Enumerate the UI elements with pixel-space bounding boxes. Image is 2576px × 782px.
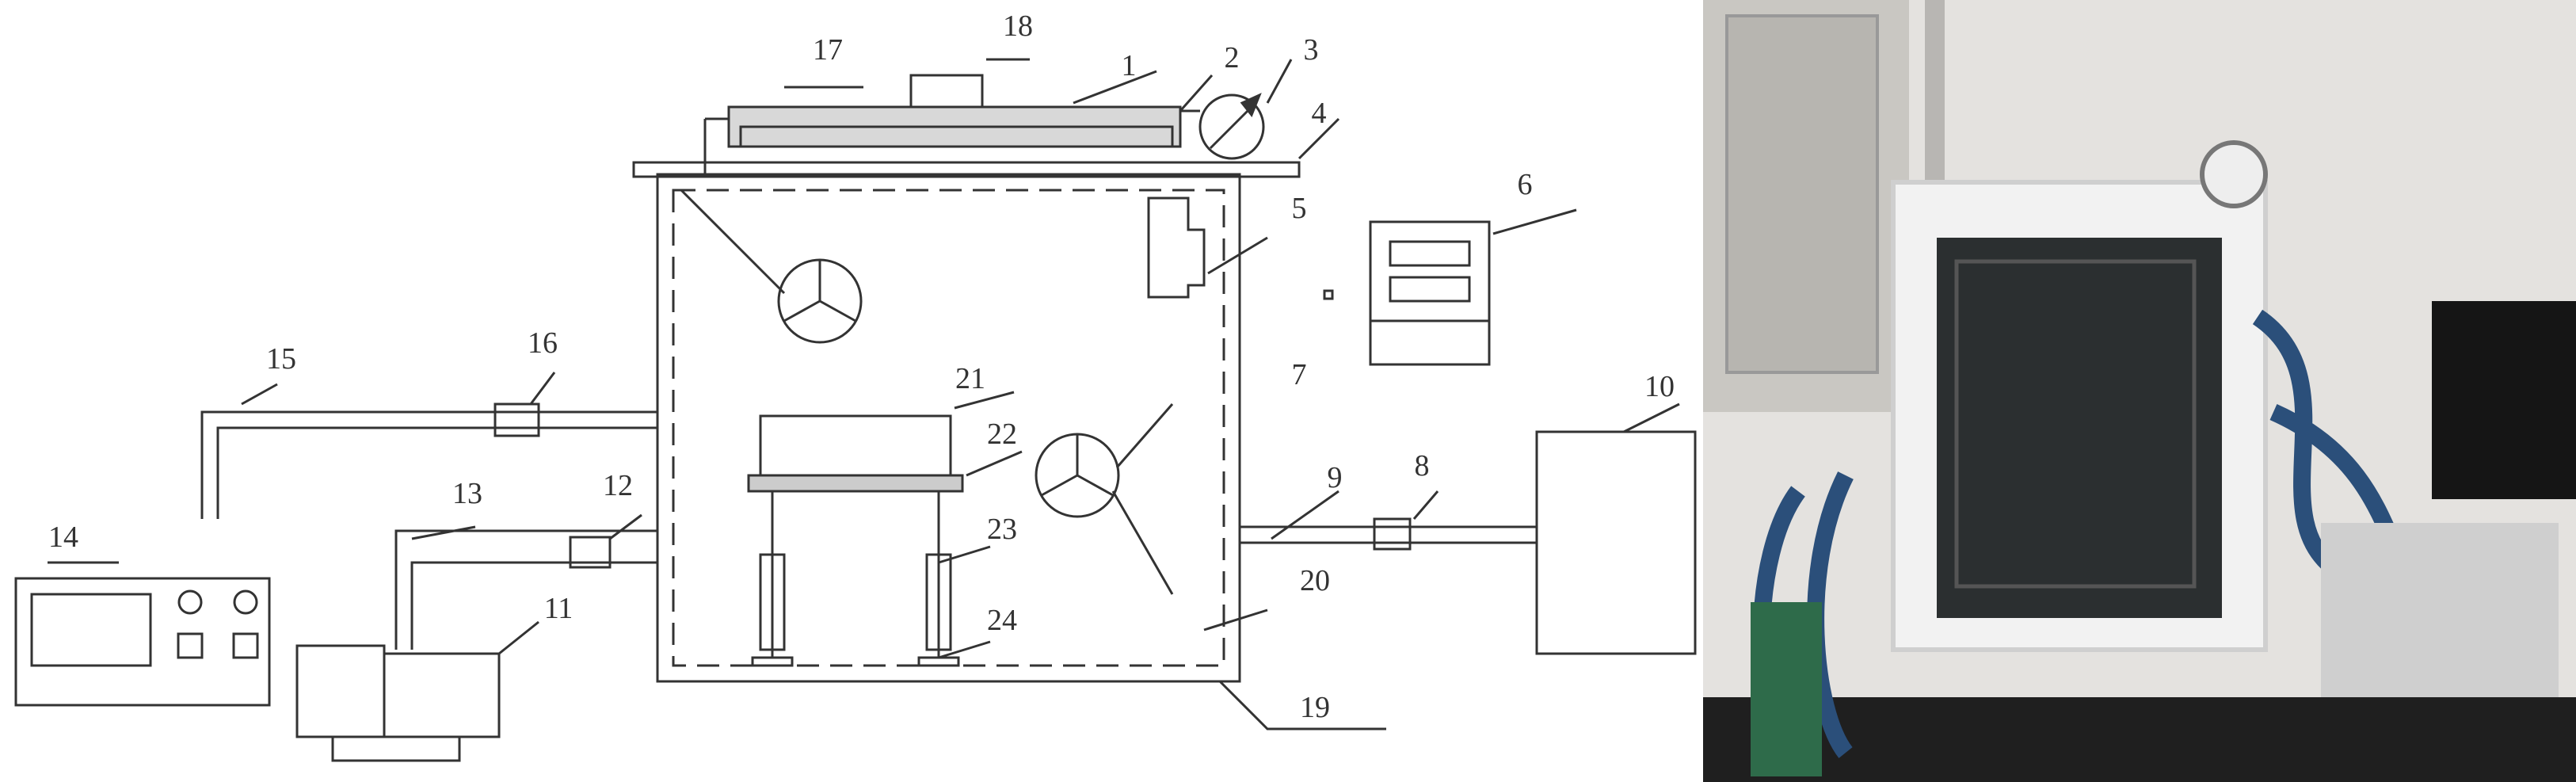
label-20: 20 [1300, 564, 1330, 597]
label-12: 12 [603, 469, 633, 502]
chamber-inner-dashed [672, 189, 1225, 667]
label-1: 1 [1122, 49, 1137, 82]
label-9: 9 [1328, 461, 1343, 494]
box-11 [383, 652, 501, 738]
valve-12 [569, 536, 612, 569]
chamber-lid [632, 161, 1301, 178]
sensor-5 [1147, 196, 1206, 299]
label-16: 16 [528, 326, 558, 360]
meter-6 [1369, 220, 1491, 366]
label-21: 21 [955, 362, 985, 395]
photo-monitor [2432, 301, 2576, 499]
label-7: 7 [1292, 358, 1307, 391]
label-11: 11 [544, 592, 574, 625]
label-3: 3 [1304, 33, 1319, 67]
valve-8 [1373, 517, 1412, 551]
label-6: 6 [1518, 168, 1533, 201]
label-24: 24 [987, 604, 1017, 637]
controller-box-18 [909, 74, 984, 109]
valve-16 [493, 402, 540, 437]
pressure-gauge [1198, 93, 1265, 160]
label-19: 19 [1300, 691, 1330, 724]
label-18: 18 [1003, 10, 1033, 43]
photo-bench [1703, 697, 2576, 782]
label-22: 22 [987, 418, 1017, 451]
label-17: 17 [813, 33, 843, 67]
controller-14 [14, 577, 271, 707]
label-8: 8 [1415, 449, 1430, 483]
top-plate-inner [739, 125, 1174, 148]
label-5: 5 [1292, 192, 1307, 225]
tank-10 [1535, 430, 1697, 655]
label-23: 23 [987, 513, 1017, 546]
photo-gas-cylinder [1751, 602, 1822, 776]
label-14: 14 [48, 521, 78, 554]
apparatus-photo [1703, 0, 2576, 782]
photo-chamber-window [1937, 238, 2222, 618]
label-15: 15 [266, 342, 296, 376]
photo-pressure-gauge [2200, 140, 2268, 208]
experimental-setup-schematic: 1 2 3 4 5 6 7 8 9 10 11 12 13 14 15 16 1… [14, 10, 1697, 762]
photo-equipment-right [2321, 523, 2559, 697]
label-13: 13 [452, 477, 482, 510]
tray-22 [747, 474, 964, 493]
cylinder-11 [295, 644, 386, 738]
sample-21 [759, 414, 952, 477]
label-2: 2 [1225, 41, 1240, 74]
label-10: 10 [1644, 370, 1675, 403]
label-4: 4 [1312, 97, 1327, 130]
